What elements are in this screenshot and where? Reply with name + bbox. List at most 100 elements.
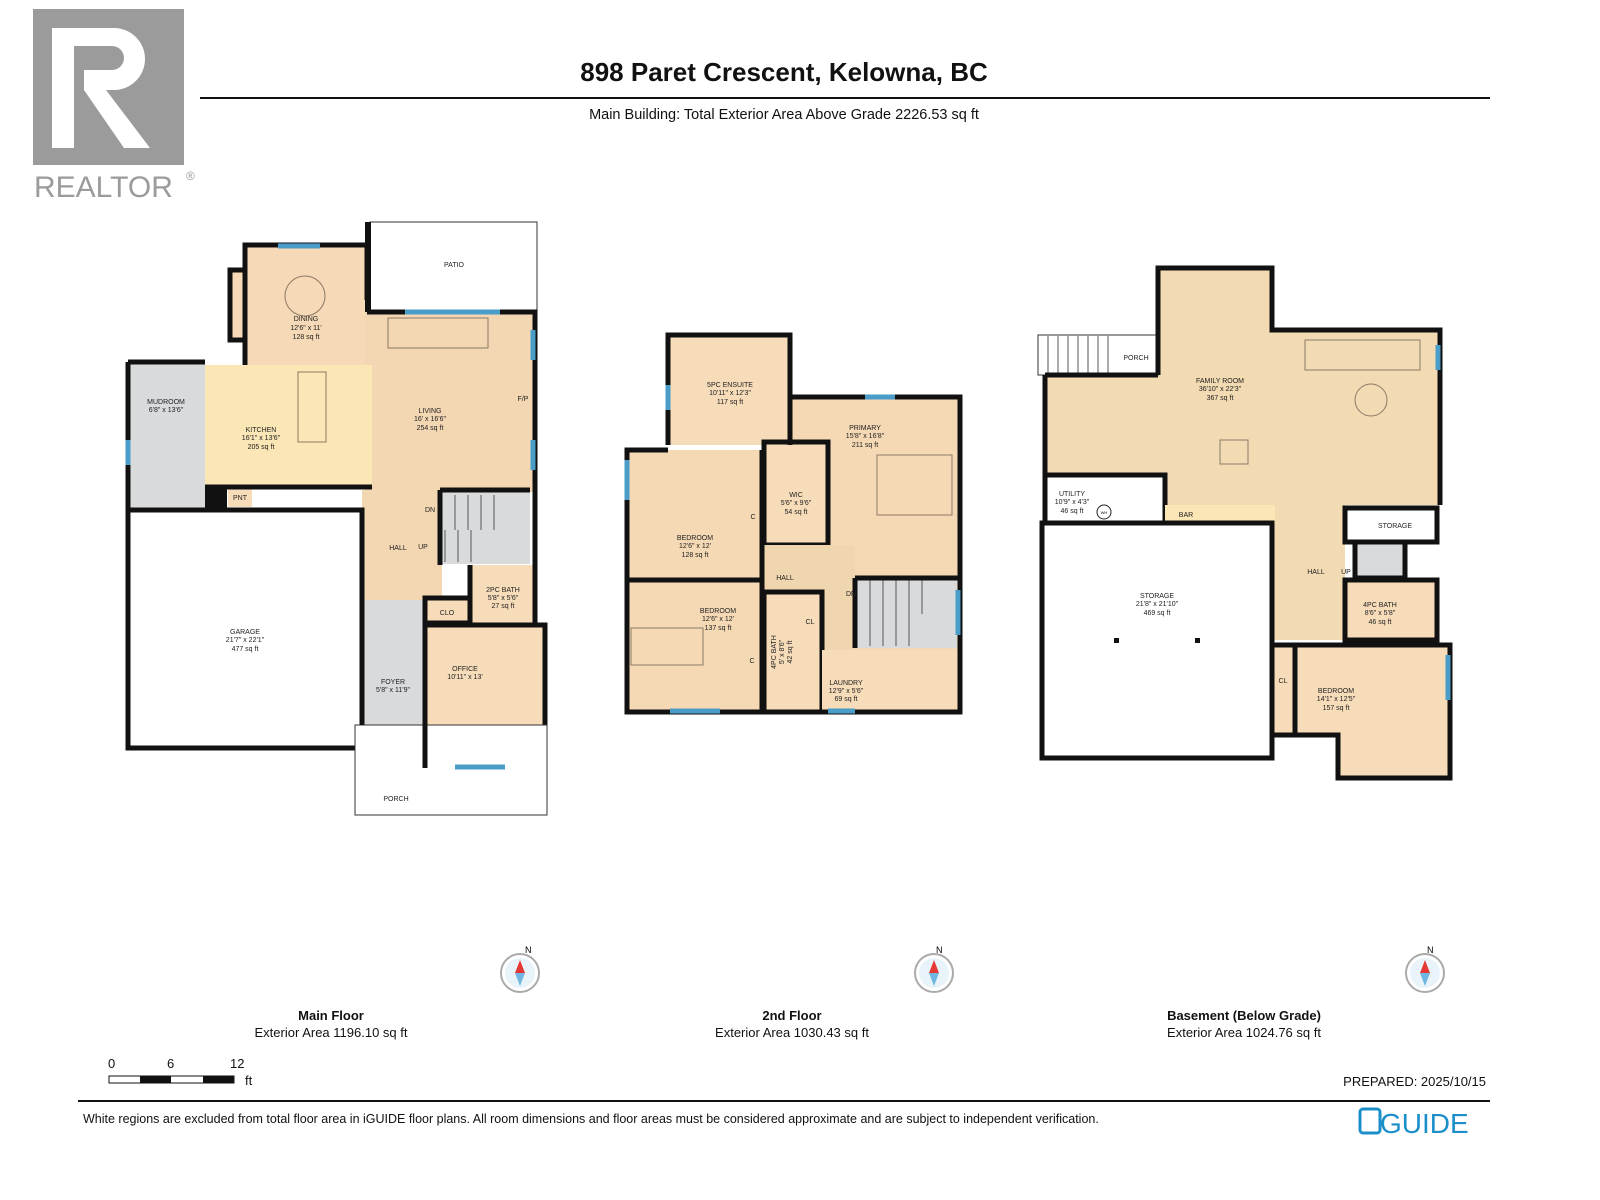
label-kitchen: KITCHEN [246, 427, 277, 434]
label-dining: DINING [294, 316, 319, 323]
label-stairs-down: DN [425, 507, 435, 514]
laundry [822, 650, 960, 712]
area-kitchen: 205 sq ft [248, 444, 275, 451]
basement-bedroom [1295, 645, 1450, 735]
scale-tick-0: 0 [108, 1056, 115, 1071]
label-hall: HALL [389, 545, 407, 552]
compass-north-label: N [1427, 945, 1434, 955]
dims-ensuite: 10'11" x 12'3" [709, 390, 751, 397]
main-floor-area: Exterior Area 1196.10 sq ft [255, 1025, 408, 1040]
basement-storage [1039, 520, 1275, 761]
basement-plan: PORCH FAMILY ROOM 36'10" x 22'3" 367 sq … [1037, 265, 1453, 781]
area-family-room: 367 sq ft [1207, 395, 1234, 402]
label-mudroom: MUDROOM [147, 399, 185, 406]
compass-icon: N [1405, 945, 1445, 993]
dims-garage: 21'7" x 22'1" [226, 637, 265, 644]
scale-tick-12: 12 [230, 1056, 244, 1071]
second-floor-plan: 5PC ENSUITE 10'11" x 12'3" 117 sq ft PRI… [624, 332, 963, 715]
dims-upper-4pc-bath: 5' x 8'6" [779, 639, 786, 664]
dims-2pc-bath: 5'8" x 5'6" [488, 595, 519, 602]
svg-text:GUIDE: GUIDE [1380, 1108, 1469, 1139]
area-basement-bedroom: 157 sq ft [1323, 705, 1350, 712]
svg-text:REALTOR: REALTOR [34, 171, 173, 204]
area-wic: 54 sq ft [785, 509, 808, 516]
dims-basement-bedroom: 14'1" x 12'5" [1317, 696, 1356, 703]
label-basement-stairs-up: UP [1341, 569, 1351, 576]
compass-north-label: N [936, 945, 943, 955]
dims-living: 16' x 16'6" [414, 416, 447, 423]
sofa [387, 317, 489, 349]
dims-mudroom: 6'8" x 13'6" [149, 407, 184, 414]
label-foyer: FOYER [381, 679, 405, 686]
area-laundry: 69 sq ft [835, 696, 858, 703]
dims-foyer: 5'8" x 11'9" [376, 687, 410, 694]
area-dining: 128 sq ft [293, 334, 320, 341]
bedroom-1 [627, 450, 762, 580]
prepared-date: PREPARED: 2025/10/15 [1343, 1074, 1486, 1089]
disclaimer: White regions are excluded from total fl… [83, 1112, 1099, 1126]
dims-bedroom-1: 12'6" x 12' [679, 543, 711, 550]
main-stairs [440, 492, 530, 564]
basement-area: Exterior Area 1024.76 sq ft [1167, 1025, 1321, 1040]
patio [369, 221, 538, 311]
pantry [228, 487, 252, 507]
ensuite [668, 335, 790, 445]
label-basement-porch: PORCH [1123, 355, 1148, 362]
svg-text:®: ® [186, 169, 195, 183]
area-utility: 46 sq ft [1061, 508, 1084, 515]
storage-small [1342, 505, 1440, 545]
living-room [365, 312, 535, 492]
page-title: 898 Paret Crescent, Kelowna, BC [580, 57, 988, 87]
label-upper-hall: HALL [776, 575, 794, 582]
scale-bar: 0 6 12 ft [108, 1056, 253, 1088]
area-2pc-bath: 27 sq ft [492, 603, 515, 610]
compass-north-label: N [525, 945, 532, 955]
label-laundry: LAUNDRY [829, 680, 863, 687]
scale-unit: ft [245, 1073, 253, 1088]
upper-stairs [857, 578, 957, 648]
label-bedroom-2: BEDROOM [700, 608, 736, 615]
bedroom-bed [630, 627, 704, 666]
label-clo: CLO [440, 610, 455, 617]
area-bedroom-1: 128 sq ft [682, 552, 709, 559]
area-upper-4pc-bath: 42 sq ft [787, 640, 794, 663]
bedroom-2 [627, 580, 762, 712]
dims-kitchen: 16'1" x 13'6" [242, 435, 281, 442]
dims-office: 10'11" x 13' [447, 674, 482, 681]
family-room [1045, 268, 1440, 640]
dims-utility: 10'9" x 4'3" [1055, 499, 1090, 506]
basement-stairs [1352, 539, 1408, 581]
kitchen-island [297, 371, 327, 443]
label-primary: PRIMARY [849, 425, 881, 432]
bar [1165, 505, 1275, 523]
kitchen [205, 365, 372, 487]
label-2pc-bath: 2PC BATH [486, 587, 520, 594]
label-upper-4pc-bath: 4PC BATH [771, 635, 778, 669]
main-floor-plan: PATIO DINING 12'6" x 11' 128 sq ft MUDRO… [125, 221, 548, 816]
dims-basement-4pc-bath: 8'6" x 5'8" [1365, 610, 1396, 617]
label-living: LIVING [419, 408, 442, 415]
label-basement-cl: CL [1279, 678, 1288, 685]
page-subtitle: Main Building: Total Exterior Area Above… [589, 107, 979, 123]
label-ensuite: 5PC ENSUITE [707, 382, 753, 389]
label-office: OFFICE [452, 666, 478, 673]
basement-4pc-bath [1342, 577, 1440, 643]
label-basement-hall: HALL [1307, 569, 1325, 576]
label-pantry: PNT [233, 495, 248, 502]
dims-bedroom-2: 12'6" x 12' [702, 616, 734, 623]
basement-closet [1272, 645, 1295, 735]
dining-room [245, 245, 367, 367]
area-bedroom-2: 137 sq ft [705, 625, 732, 632]
scale-tick-6: 6 [167, 1056, 174, 1071]
label-stairs-up: UP [418, 544, 428, 551]
label-bar: BAR [1179, 512, 1193, 519]
label-upper-stairs-down: DN [846, 591, 856, 598]
label-utility: UTILITY [1059, 491, 1085, 498]
basement-title: Basement (Below Grade) [1167, 1008, 1321, 1023]
dims-dining: 12'6" x 11' [290, 325, 322, 332]
area-ensuite: 117 sq ft [717, 399, 743, 406]
label-storage-small: STORAGE [1378, 523, 1412, 530]
area-garage: 477 sq ft [232, 646, 259, 653]
area-basement-4pc-bath: 46 sq ft [1369, 619, 1392, 626]
